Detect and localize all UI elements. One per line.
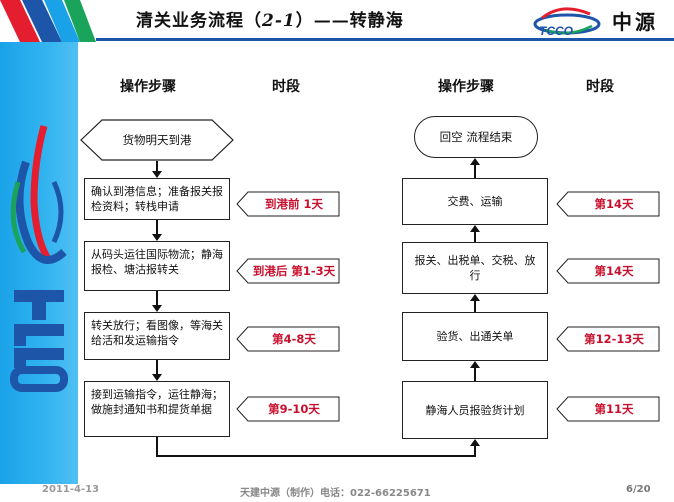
left-time-tag-4: 第9-10天 xyxy=(236,396,340,422)
corner-stripes-logo xyxy=(0,0,96,42)
right-arrow-head-2 xyxy=(470,225,480,232)
right-time-tag-3: 第12-13天 xyxy=(556,326,660,352)
sidebar-tcco-logo xyxy=(10,125,68,392)
left-arrow-head-4 xyxy=(152,374,162,381)
left-start-node: 货物明天到港 xyxy=(80,119,234,161)
title-sub: 2-1 xyxy=(262,11,296,31)
right-arrow-line-4 xyxy=(474,368,476,381)
connector-right-up xyxy=(474,446,476,457)
left-arrow-head-1 xyxy=(152,171,162,178)
brand-name: 中源 xyxy=(612,10,658,34)
left-time-1: 到港前 1天 xyxy=(264,197,323,211)
right-arrow-line-3 xyxy=(474,301,476,312)
left-step-2: 从码头运往国际物流；静海报检、塘沽报转关 xyxy=(84,241,230,291)
brand-latin: TCCO xyxy=(539,24,574,38)
sidebar-band xyxy=(0,42,78,484)
connector-right-head xyxy=(470,439,480,446)
left-time-tag-2: 到港后 第1-3天 xyxy=(236,258,340,284)
right-arrow-line-2 xyxy=(474,232,476,242)
title-end: ）——转静海 xyxy=(295,11,404,31)
left-time-header: 时段 xyxy=(272,79,300,95)
footer-page-number: 6/20 xyxy=(626,484,651,495)
right-step-1: 交费、运输 xyxy=(402,178,548,225)
right-time-1: 第14天 xyxy=(594,197,634,211)
right-time-header: 时段 xyxy=(586,79,614,95)
right-arrow-head-1 xyxy=(470,158,480,165)
connector-bottom xyxy=(156,455,476,457)
left-arrow-line-4 xyxy=(156,360,158,374)
left-arrow-line-1 xyxy=(156,161,158,171)
left-time-2: 到港后 第1-3天 xyxy=(252,264,336,278)
right-time-tag-2: 第14天 xyxy=(556,258,660,284)
brand-logo: TCCO xyxy=(533,7,601,38)
right-arrow-head-4 xyxy=(470,361,480,368)
right-time-3: 第12-13天 xyxy=(584,332,644,346)
left-time-tag-1: 到港前 1天 xyxy=(236,191,340,217)
right-end-node: 回空 流程结束 xyxy=(414,116,538,158)
left-arrow-head-2 xyxy=(152,234,162,241)
connector-left-down xyxy=(156,437,158,457)
footer-date: 2011-4-13 xyxy=(42,484,100,495)
right-steps-header: 操作步骤 xyxy=(438,79,494,95)
left-steps-header: 操作步骤 xyxy=(120,79,176,95)
right-time-4: 第11天 xyxy=(594,402,634,416)
left-time-tag-3: 第4-8天 xyxy=(236,326,340,352)
right-time-2: 第14天 xyxy=(594,264,634,278)
left-arrow-head-3 xyxy=(152,305,162,312)
left-start-label: 货物明天到港 xyxy=(122,133,192,147)
left-arrow-line-2 xyxy=(156,220,158,234)
header-band xyxy=(0,0,674,42)
right-arrow-head-3 xyxy=(470,294,480,301)
left-time-3: 第4-8天 xyxy=(272,332,316,346)
left-step-1: 确认到港信息；准备报关报检资料；转栈申请 xyxy=(84,178,230,220)
title-main: 清关业务流程（ xyxy=(136,11,262,31)
left-step-4: 接到运输指令，运往静海；做施封通知书和提货单据 xyxy=(84,381,230,437)
right-time-tag-4: 第11天 xyxy=(556,396,660,422)
header-divider xyxy=(96,38,674,41)
right-step-2: 报关、出税单、交税、放行 xyxy=(402,242,548,294)
right-arrow-line-1 xyxy=(474,165,476,178)
left-time-4: 第9-10天 xyxy=(268,402,320,416)
footer-contact: 天建中源（制作）电话：022-66225671 xyxy=(240,488,431,499)
page-title: 清关业务流程（2-1）——转静海 xyxy=(136,6,404,31)
left-arrow-line-3 xyxy=(156,291,158,305)
right-time-tag-1: 第14天 xyxy=(556,191,660,217)
footer-band xyxy=(0,484,674,502)
right-step-3: 验货、出通关单 xyxy=(402,312,548,361)
right-step-4: 静海人员报验货计划 xyxy=(402,381,548,439)
left-step-3: 转关放行；看图像，等海关给活和发运输指令 xyxy=(84,312,230,360)
